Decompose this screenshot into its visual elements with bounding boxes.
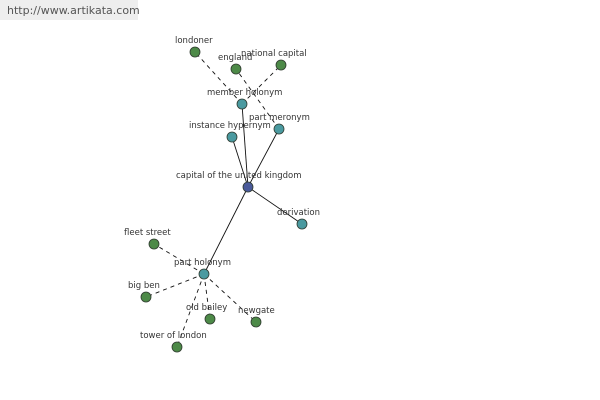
node-center[interactable]: [242, 181, 254, 193]
edge-layer: [145, 51, 303, 348]
label-layer: capital of the united kingdom member holo…: [124, 36, 320, 341]
node-label-part-holonym: part holonym: [174, 258, 231, 268]
watermark-url: http://www.artikata.com: [0, 0, 140, 20]
node-big-ben[interactable]: [140, 291, 152, 303]
node-part-meronym[interactable]: [273, 123, 285, 135]
node-national-capital[interactable]: [275, 59, 287, 71]
edge-part-holonym-to-newgate: [203, 273, 257, 323]
edge-part-holonym-to-tower-of-london: [176, 273, 205, 348]
node-layer: [140, 46, 308, 353]
edge-member-holonym-to-national-capital: [241, 64, 282, 105]
edge-member-holonym-to-londoner: [194, 51, 243, 105]
edge-center-to-derivation: [247, 186, 303, 225]
node-label-big-ben: big ben: [128, 281, 160, 291]
node-label-derivation: derivation: [277, 208, 320, 218]
node-part-holonym[interactable]: [198, 268, 210, 280]
node-newgate[interactable]: [250, 316, 262, 328]
node-label-newgate: newgate: [238, 306, 275, 316]
node-label-member-holonym: member holonym: [207, 88, 282, 98]
node-label-londoner: londoner: [175, 36, 213, 46]
node-label-national-capital: national capital: [241, 49, 307, 59]
edge-center-to-instance-hypernym: [231, 136, 249, 188]
node-londoner[interactable]: [189, 46, 201, 58]
node-england[interactable]: [230, 63, 242, 75]
node-label-center: capital of the united kingdom: [176, 171, 302, 181]
edge-center-to-part-meronym: [247, 128, 280, 188]
node-derivation[interactable]: [296, 218, 308, 230]
node-label-part-meronym: part meronym: [249, 113, 310, 123]
node-instance-hypernym[interactable]: [226, 131, 238, 143]
node-label-fleet-street: fleet street: [124, 228, 171, 238]
node-label-old-bailey: old bailey: [186, 303, 227, 313]
node-member-holonym[interactable]: [236, 98, 248, 110]
node-label-england: england: [218, 53, 252, 63]
edge-part-holonym-to-fleet-street: [153, 243, 205, 275]
edge-part-holonym-to-big-ben: [145, 273, 205, 298]
node-label-instance-hypernym: instance hypernym: [189, 121, 271, 131]
node-label-tower-of-london: tower of london: [140, 331, 207, 341]
edge-center-to-part-holonym: [203, 186, 249, 275]
node-fleet-street[interactable]: [148, 238, 160, 250]
node-tower-of-london[interactable]: [171, 341, 183, 353]
node-old-bailey[interactable]: [204, 313, 216, 325]
edge-center-to-member-holonym: [241, 103, 249, 188]
